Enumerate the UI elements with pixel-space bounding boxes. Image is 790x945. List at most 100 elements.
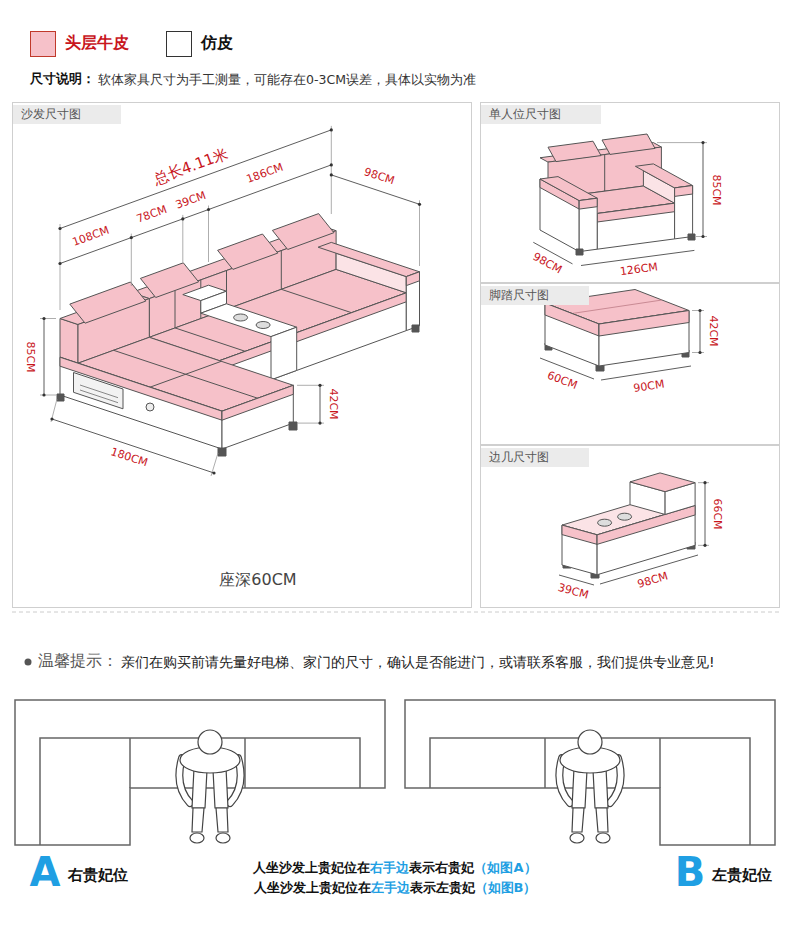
dimension-ticks <box>701 235 704 238</box>
dimension-ticks <box>418 203 421 206</box>
highlight-text: （如图B） <box>475 880 537 895</box>
badge-letter: A <box>30 852 61 892</box>
sofa-main-section <box>220 293 407 370</box>
dimension-ticks <box>42 393 45 396</box>
plan-sofa-b <box>405 700 775 845</box>
dimension-lines <box>698 483 709 546</box>
dimension-label: 98CM <box>362 166 396 188</box>
dimension-ticks <box>703 544 706 547</box>
panel-box: 脚踏尺寸图 <box>480 283 780 445</box>
sofa-chaise <box>57 282 297 456</box>
sofa-main-section <box>406 272 419 331</box>
dimension-lines <box>44 319 45 396</box>
seated-person-a <box>190 833 204 843</box>
panel-heading: 脚踏尺寸图 <box>481 286 589 305</box>
legend-text: 头层牛皮 <box>65 34 129 52</box>
plan-sofa-a <box>40 738 360 845</box>
single-seat-drawing <box>576 249 583 255</box>
sofa-main-section <box>218 234 278 269</box>
panel-box: 边几尺寸图 <box>480 445 780 608</box>
seat-depth-note: 座深60CM <box>219 571 296 589</box>
sofa-chaise <box>218 448 226 456</box>
dimension-label: 85CM <box>710 174 723 205</box>
sofa-chaise <box>289 422 297 430</box>
dimension-label: 126CM <box>619 261 659 279</box>
sofa-main-section <box>318 242 419 276</box>
dimension-label: 78CM <box>135 204 169 227</box>
footstool-drawing <box>599 311 689 367</box>
dimension-lines <box>297 385 324 423</box>
dimension-label: 42CM <box>327 388 340 419</box>
plain-text: 人坐沙发上贵妃位在 <box>254 880 371 895</box>
sofa-main-section <box>272 214 334 250</box>
legend-swatch <box>166 31 192 57</box>
dimension-total: 总长4.11米 <box>151 145 231 188</box>
side-table-drawing <box>618 513 632 520</box>
side-table-drawing <box>562 525 597 544</box>
single-seat-drawing <box>604 155 605 192</box>
tip-heading: 温馨提示： <box>38 652 118 670</box>
sofa-main-section <box>234 314 248 321</box>
dimension-label: 186CM <box>245 162 285 187</box>
dimension-label: 39CM <box>556 582 589 603</box>
footstool-drawing <box>545 303 599 336</box>
legend-text: 仿皮 <box>201 34 233 52</box>
single-seat-drawing <box>597 203 674 222</box>
side-table-drawing <box>598 519 612 526</box>
dimension-label: 66CM <box>711 498 724 529</box>
badge-label: 右贵妃位 <box>68 867 128 884</box>
single-seat-drawing <box>579 198 597 251</box>
seated-person-b <box>596 833 610 843</box>
seated-person-a <box>192 808 228 832</box>
dimension-ticks <box>703 481 706 484</box>
seated-person-b <box>559 730 620 843</box>
dimension-ticks <box>58 227 61 230</box>
dimension-ticks <box>130 236 133 239</box>
dimension-ticks <box>698 351 701 354</box>
plan-sofa-a <box>15 700 385 845</box>
dimension-ticks <box>58 262 61 265</box>
dimension-lines <box>60 130 331 229</box>
sofa-main-section <box>406 272 419 286</box>
dimension-ticks <box>330 173 333 176</box>
sofa-chaise <box>60 357 222 420</box>
sofa-chaise <box>70 282 146 323</box>
sofa-chaise <box>146 403 154 411</box>
dimension-lines <box>692 311 704 353</box>
plan-sofa-b <box>405 700 775 845</box>
sofa-main-section <box>271 327 297 380</box>
single-seat-drawing <box>688 234 695 240</box>
footstool-drawing <box>545 303 599 366</box>
panel-box: 单人位尺寸图 <box>480 102 780 283</box>
dimension-label: 98CM <box>636 570 669 591</box>
dimension-lines <box>52 419 214 473</box>
sofa-main-section <box>201 304 297 337</box>
dimension-lines <box>60 165 331 264</box>
legend-swatch <box>30 31 56 57</box>
single-seat-drawing <box>675 186 693 239</box>
sofa-chaise <box>60 357 222 449</box>
side-table-drawing <box>597 505 695 574</box>
seated-person-b <box>570 833 584 843</box>
single-seat-drawing <box>635 164 692 188</box>
dimension-label: 98CM <box>530 251 563 277</box>
panel-box: 沙发尺寸图 <box>12 102 472 608</box>
panel-heading: 边几尺寸图 <box>481 448 589 467</box>
seated-person-a <box>192 768 228 808</box>
dimension-ticks <box>181 217 184 220</box>
single-seat-drawing <box>597 203 674 249</box>
explanation-line: 人坐沙发上贵妃位在左手边表示左贵妃（如图B） <box>254 881 537 896</box>
side-table-drawing <box>562 525 597 575</box>
dimension-label: 60CM <box>545 370 579 393</box>
side-table-drawing <box>597 505 695 544</box>
single-seat-drawing <box>548 141 601 161</box>
dimension-lines <box>51 399 218 476</box>
dimension-ticks <box>330 128 333 131</box>
separator-line <box>12 612 780 613</box>
seated-person-b <box>578 730 602 754</box>
single-seat-drawing <box>579 198 597 209</box>
single-seat-drawing <box>540 177 597 201</box>
sofa-chaise <box>60 319 78 364</box>
dimension-ticks <box>50 417 53 420</box>
